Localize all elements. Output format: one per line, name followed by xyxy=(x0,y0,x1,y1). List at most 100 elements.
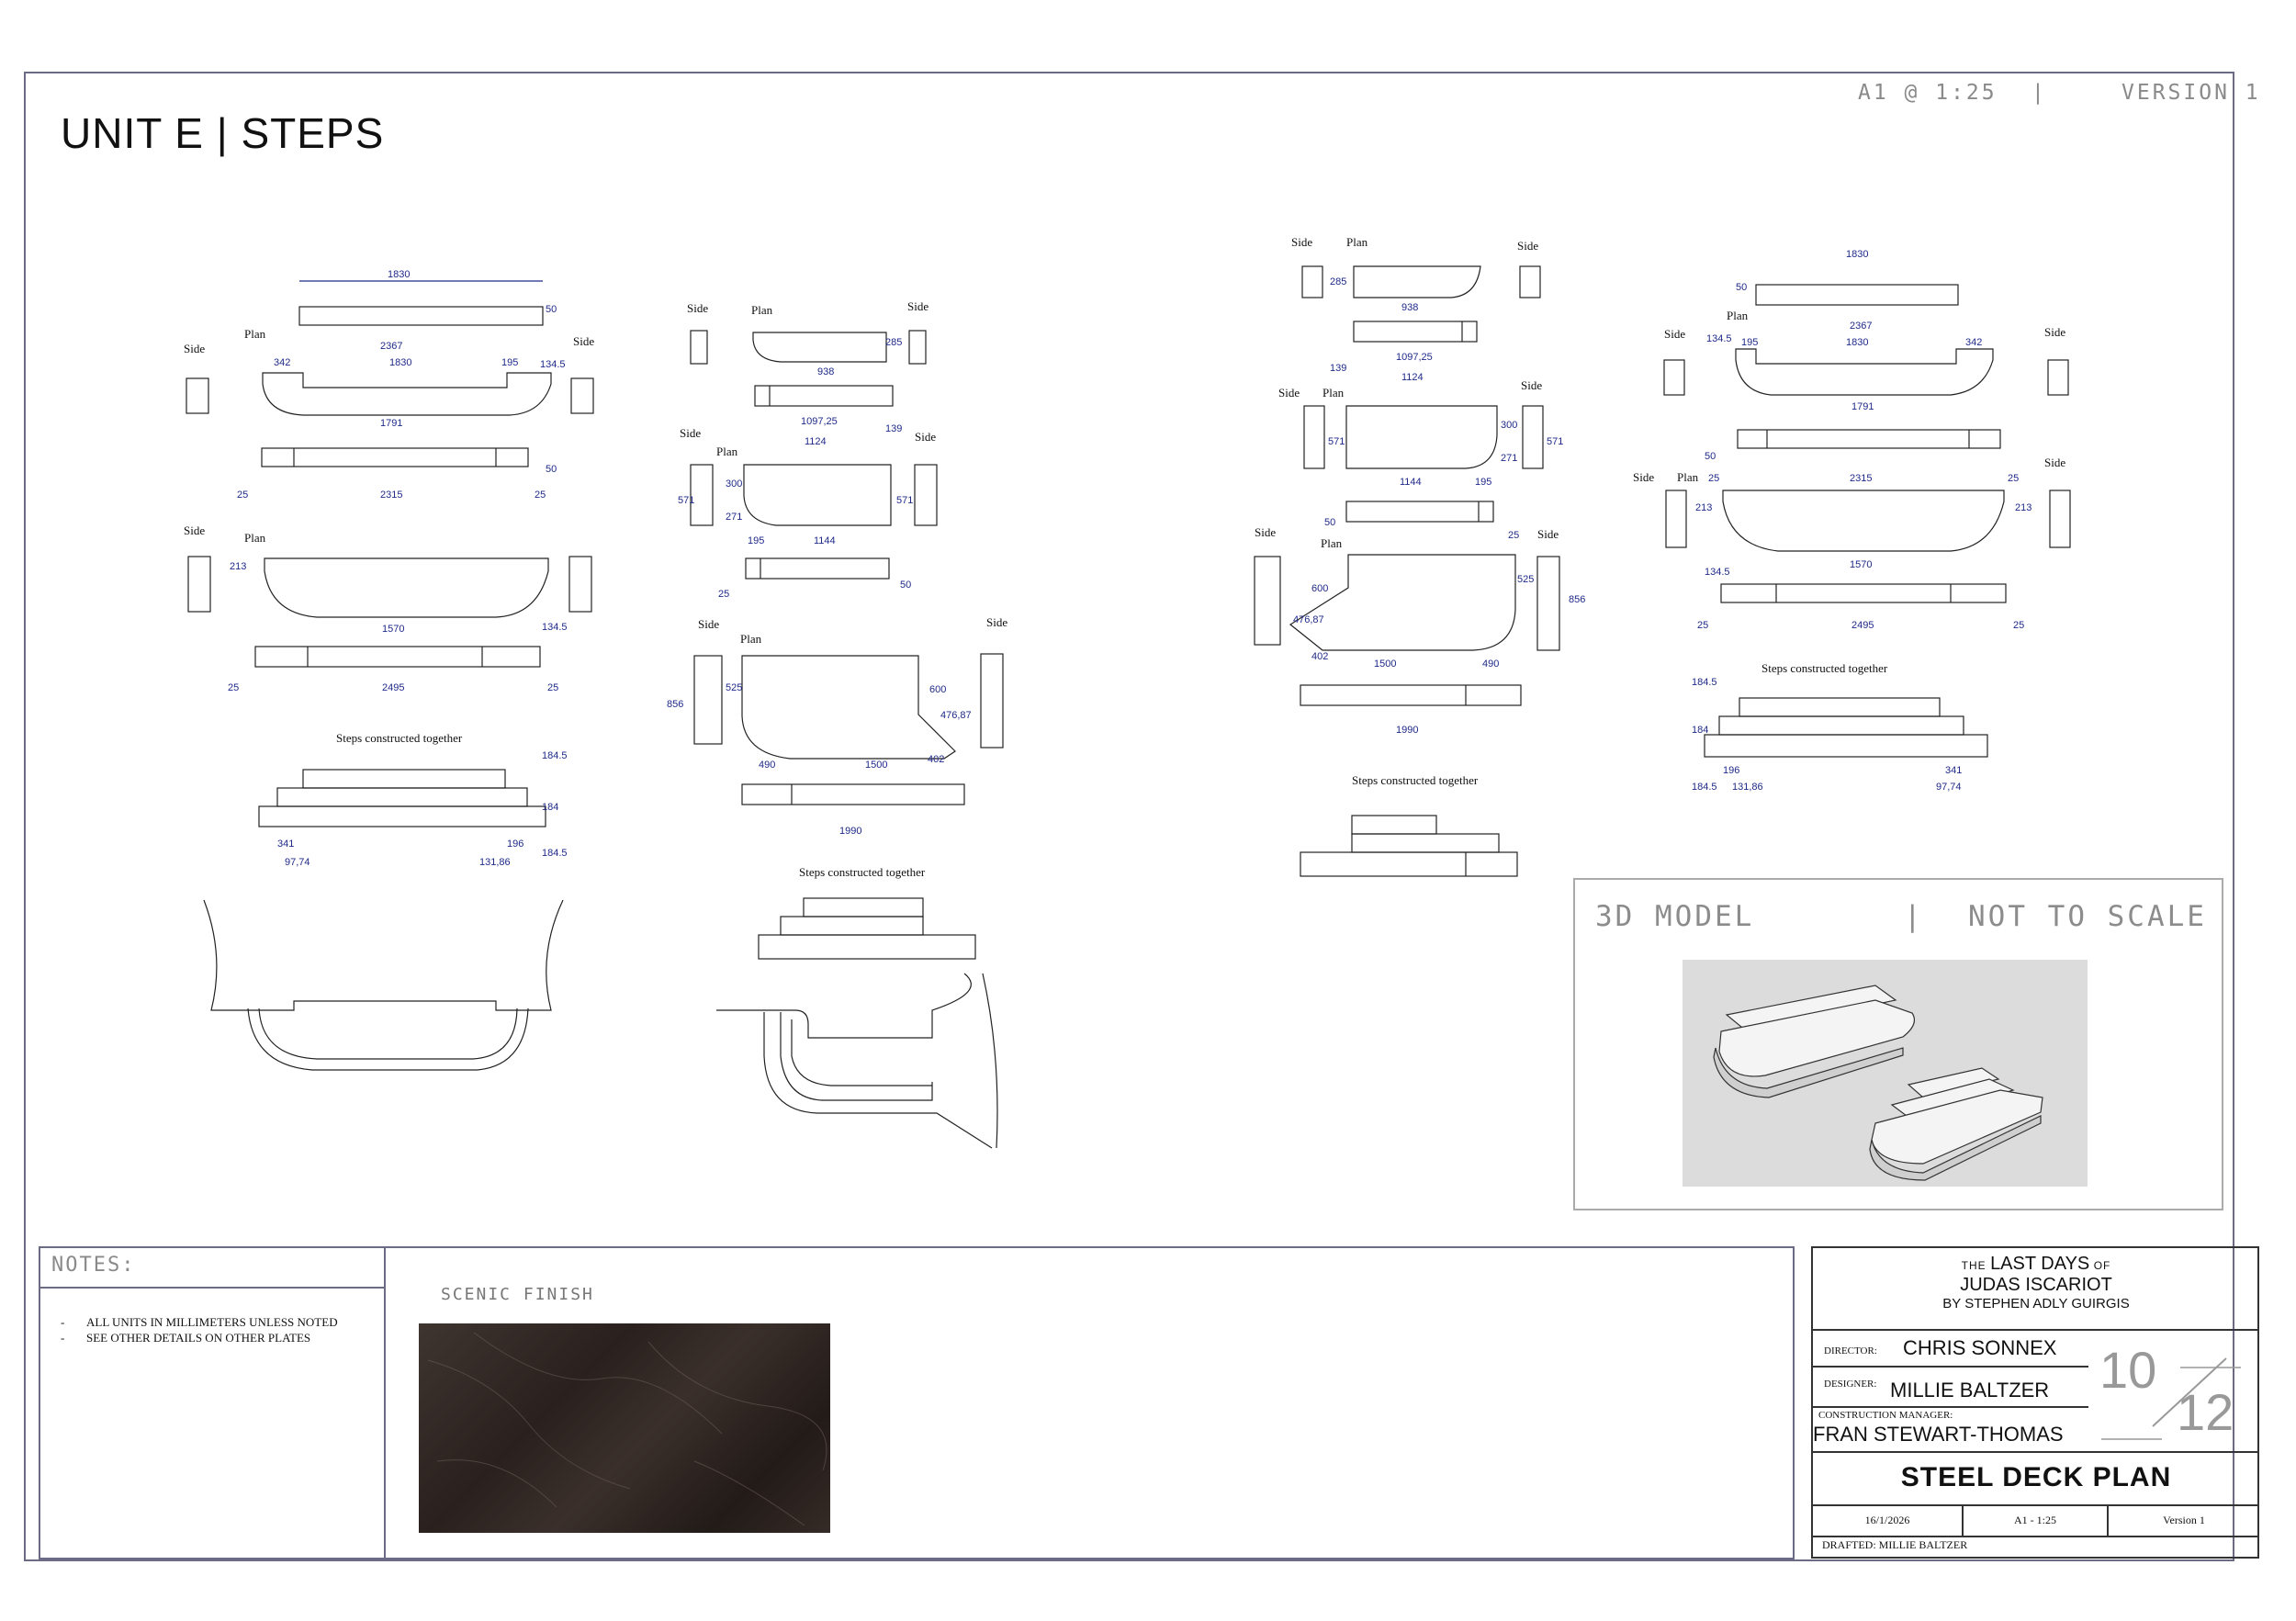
g3-dim-c: 1097,25 xyxy=(1396,352,1433,363)
g4-dim-b: 195 xyxy=(1741,337,1758,348)
title-block: THE LAST DAYS OF JUDAS ISCARIOT BY STEPH… xyxy=(1811,1246,2259,1559)
title-block-divider xyxy=(1813,1406,2088,1408)
g1-elevation-lower xyxy=(254,646,541,668)
play-name: LAST DAYS xyxy=(1990,1254,2090,1274)
g3-side-label-mid-right: Side xyxy=(1521,378,1542,392)
g2-dim-n: 856 xyxy=(667,699,683,710)
g2-dim-e: 139 xyxy=(885,423,902,434)
g4-elevation-lower xyxy=(1720,583,2007,603)
g2-dim-l: 25 xyxy=(718,589,729,600)
g2-side-top-left xyxy=(690,330,708,365)
g4-dim-top: 1830 xyxy=(1846,249,1868,260)
g3-plan-top xyxy=(1353,265,1481,298)
director-name: CHRIS SONNEX xyxy=(1903,1336,2057,1359)
g2-elevation-large xyxy=(741,783,965,805)
sheet-number-current: 10 xyxy=(2099,1341,2157,1399)
g2-dim-m: 50 xyxy=(900,580,911,591)
g1-combined-top xyxy=(302,769,506,789)
g3-side-mid-left xyxy=(1303,405,1325,469)
g1-plan-label-lower: Plan xyxy=(244,531,266,545)
g2-side-large-right xyxy=(980,653,1004,749)
g3-elevation-top xyxy=(1353,321,1478,343)
g2-dim-b: 285 xyxy=(885,337,902,348)
g1-dim-a: 2367 xyxy=(380,341,402,352)
g1-dim-n: 25 xyxy=(228,682,239,693)
g1-combined-bottom xyxy=(258,805,546,827)
g4-side-lower-right xyxy=(2049,490,2071,548)
g4-dim-a: 2367 xyxy=(1850,321,1872,332)
g1-side-upper-right xyxy=(570,377,594,414)
g3-side-large-left xyxy=(1254,556,1281,646)
g4-combined-mid xyxy=(1718,715,1964,736)
g3-dim-b: 938 xyxy=(1401,302,1418,313)
g2-plan-large xyxy=(741,655,956,760)
g4-dim-o: 25 xyxy=(1697,620,1708,631)
play-line2: JUDAS ISCARIOT xyxy=(1960,1275,2112,1295)
g2-dim-r: 490 xyxy=(759,760,775,771)
g2-dim-d: 1124 xyxy=(805,436,827,447)
g2-elevation-top xyxy=(754,385,894,407)
g3-dim-i: 571 xyxy=(1547,436,1563,447)
construction-manager-name: FRAN STEWART-THOMAS xyxy=(1813,1423,2064,1446)
g1-dim-r: 184 xyxy=(542,802,558,813)
g4-dim-f: 1791 xyxy=(1851,401,1874,412)
g4-side-upper-left xyxy=(1663,359,1685,396)
g2-plan-label-large: Plan xyxy=(740,632,762,646)
g2-combined-mid xyxy=(780,916,924,936)
drawing-title: STEEL DECK PLAN xyxy=(1900,1462,2172,1492)
play-the: THE xyxy=(1961,1259,1986,1272)
g2-combined-top xyxy=(803,897,924,917)
g1-side-lower-right xyxy=(568,556,592,613)
title-block-divider xyxy=(1813,1504,2257,1506)
g4-dim-w: 131,86 xyxy=(1732,782,1763,793)
g3-plan-label-mid: Plan xyxy=(1322,386,1345,400)
g4-dim-n: 134.5 xyxy=(1705,567,1730,578)
g3-dim-r: 402 xyxy=(1311,651,1328,662)
g2-elevation-mid xyxy=(745,557,890,580)
scenic-finish-swatch xyxy=(419,1323,830,1533)
g4-dim-r: 184.5 xyxy=(1692,677,1717,688)
title-block-divider xyxy=(1813,1366,2088,1368)
title-block-divider xyxy=(1813,1329,2257,1331)
g4-dim-p: 2495 xyxy=(1851,620,1874,631)
g3-dim-a: 285 xyxy=(1330,276,1346,287)
g2-side-mid-left xyxy=(690,464,714,526)
g1-dim-top: 1830 xyxy=(388,269,410,280)
g2-dim-c: 1097,25 xyxy=(801,416,838,427)
g2-dim-p: 600 xyxy=(929,684,946,695)
3d-model-label: 3D MODEL xyxy=(1595,900,1755,933)
director-role: DIRECTOR: xyxy=(1824,1345,1877,1356)
g3-dim-s: 1500 xyxy=(1374,659,1396,670)
notes-panel: NOTES: ALL UNITS IN MILLIMETERS UNLESS N… xyxy=(39,1246,1795,1559)
scenic-finish-label: SCENIC FINISH xyxy=(441,1285,594,1304)
g3-elevation-large xyxy=(1300,684,1522,706)
g2-combined-bottom xyxy=(758,934,976,960)
g4-dim-m: 1570 xyxy=(1850,559,1872,570)
g4-top-step-elevation xyxy=(1755,284,1959,306)
g4-plan-label-lower: Plan xyxy=(1677,470,1699,484)
g1-side-label-lower: Side xyxy=(184,523,205,537)
g4-side-label-lower-left: Side xyxy=(1633,470,1654,484)
g1-side-label-left: Side xyxy=(184,342,205,355)
g1-dim-f: 1791 xyxy=(380,418,402,429)
g3-combined-mid xyxy=(1351,833,1500,853)
g3-dim-e: 139 xyxy=(1330,363,1346,374)
sheet-title: UNIT E | STEPS xyxy=(61,109,385,157)
g3-plan-mid xyxy=(1345,405,1498,469)
paper-scale-label: A1 @ 1:25 xyxy=(1858,81,1998,105)
construction-manager-role: CONSTRUCTION MANAGER: xyxy=(1818,1410,1953,1421)
g4-elevation-upper xyxy=(1737,429,2001,449)
g1-dim-t: 196 xyxy=(507,839,523,850)
g4-dim-x: 97,74 xyxy=(1936,782,1962,793)
g2-dim-f: 571 xyxy=(678,495,694,506)
g3-dim-q: 856 xyxy=(1569,594,1585,605)
drafted-by: DRAFTED: MILLIE BALTZER xyxy=(1822,1538,1968,1551)
g3-dim-g: 300 xyxy=(1501,420,1517,431)
g1-dim-d: 195 xyxy=(501,357,518,368)
g3-side-top-right xyxy=(1519,265,1541,298)
3d-model-separator: | xyxy=(1904,900,1924,933)
g4-side-upper-right xyxy=(2047,359,2069,396)
g2-dim-k: 1144 xyxy=(814,535,836,546)
g4-caption: Steps constructed together xyxy=(1761,661,1888,675)
g2-side-label-mid-right: Side xyxy=(915,430,936,444)
